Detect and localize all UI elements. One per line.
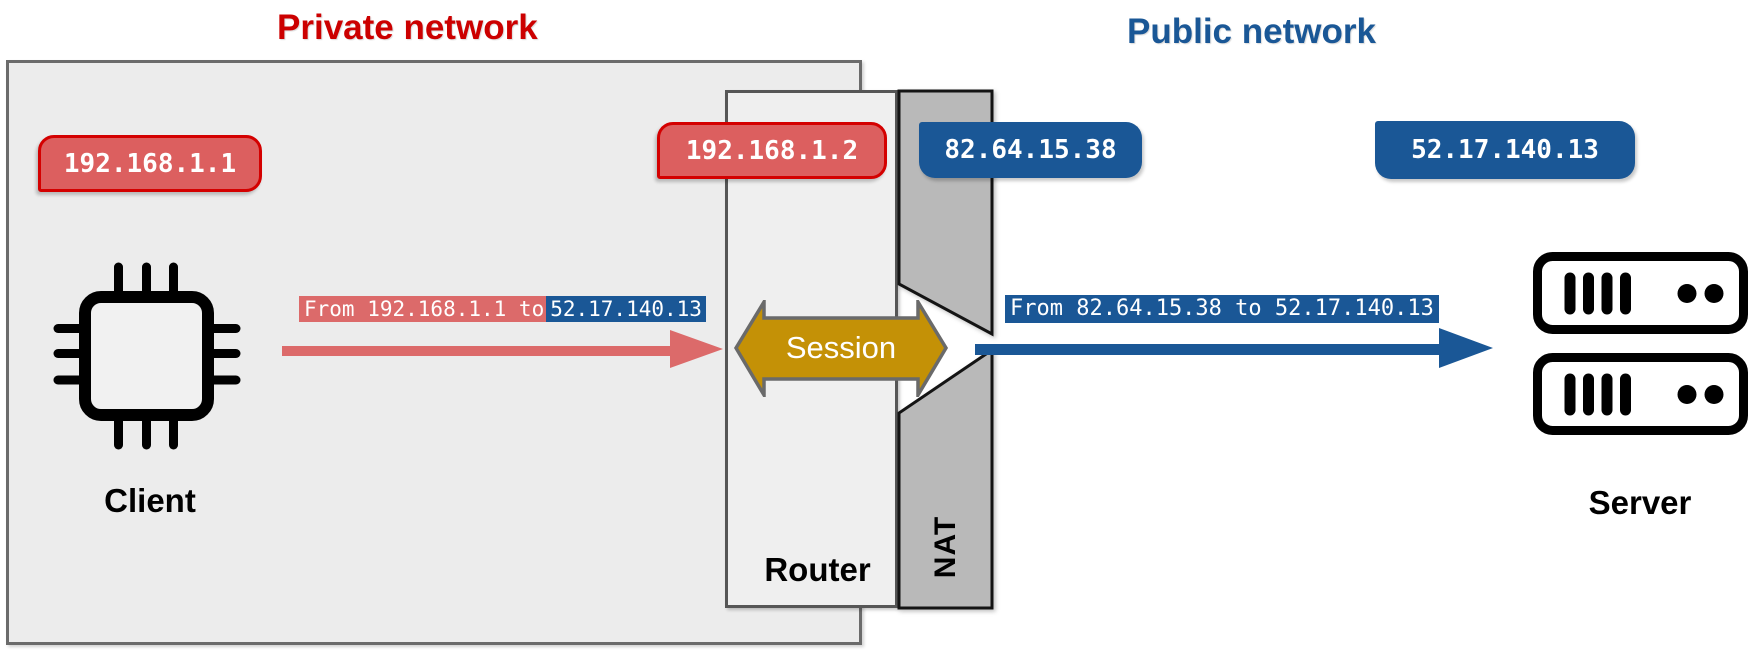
private-flow-source-segment: From 192.168.1.1 to <box>299 296 547 322</box>
router-private-ip-badge: 192.168.1.2 <box>657 122 887 179</box>
client-label: Client <box>104 482 196 519</box>
private-flow-arrow <box>282 330 723 368</box>
router-public-ip-badge: 82.64.15.38 <box>919 122 1142 178</box>
server-icon <box>1533 252 1748 435</box>
router-label: Router <box>764 551 871 588</box>
session-label: Session <box>785 330 897 365</box>
client-cpu-icon <box>53 262 241 450</box>
private-flow-dest-segment: 52.17.140.13 <box>546 296 706 322</box>
private-network-title: Private network <box>277 8 538 47</box>
nat-label: NAT <box>929 515 962 579</box>
server-label: Server <box>1588 484 1692 521</box>
client-ip-badge: 192.168.1.1 <box>38 135 262 192</box>
public-flow-arrow <box>975 328 1493 368</box>
public-network-title: Public network <box>1127 12 1376 51</box>
server-ip-badge: 52.17.140.13 <box>1375 121 1635 179</box>
private-flow-label: From 192.168.1.1 to 52.17.140.13 <box>299 296 706 322</box>
session-arrow <box>734 300 948 397</box>
public-flow-label: From 82.64.15.38 to 52.17.140.13 <box>1005 295 1439 323</box>
